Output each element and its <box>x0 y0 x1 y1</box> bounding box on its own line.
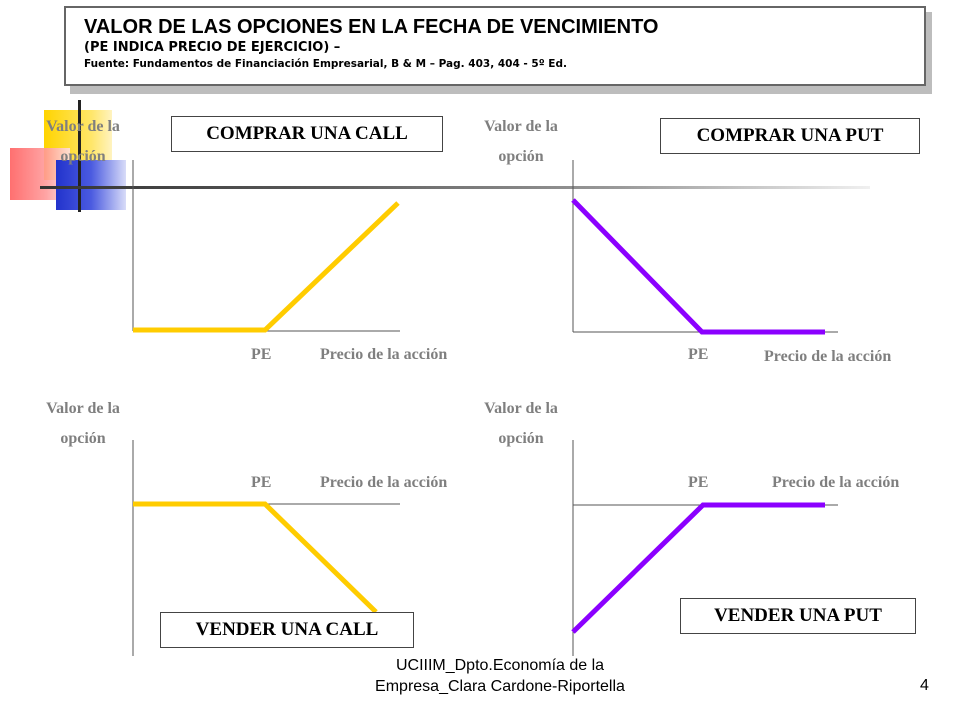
y-axis-label-buy-call: Valor de la opción <box>28 112 138 172</box>
logo-vertical-line <box>78 100 81 212</box>
diagram-sell-call <box>132 440 400 656</box>
page-number: 4 <box>920 677 929 694</box>
buy-put-payoff-line <box>571 198 825 335</box>
y-label-line1: Valor de la <box>484 118 558 135</box>
panel-label-sell-call: VENDER UNA CALL <box>160 612 414 648</box>
panel-label-sell-put: VENDER UNA PUT <box>680 598 916 634</box>
y-label-line2: opción <box>60 430 106 447</box>
diagram-buy-put <box>571 160 838 335</box>
strike-label-sell-call: PE <box>251 474 272 491</box>
y-label-line1: Valor de la <box>484 400 558 417</box>
page-title: VALOR DE LAS OPCIONES EN LA FECHA DE VEN… <box>84 16 659 38</box>
strike-label-buy-call: PE <box>251 346 272 363</box>
y-axis-label-sell-call: Valor de la opción <box>28 394 138 454</box>
diagram-sell-put <box>571 440 838 656</box>
title-box: VALOR DE LAS OPCIONES EN LA FECHA DE VEN… <box>64 6 926 86</box>
y-label-line2: opción <box>498 148 544 165</box>
buy-call-payoff-line <box>133 201 400 333</box>
y-label-line1: Valor de la <box>46 118 120 135</box>
strike-label-buy-put: PE <box>688 346 709 363</box>
sell-call-payoff-line <box>133 501 378 614</box>
diagram-buy-call <box>132 160 400 333</box>
y-axis-label-sell-put: Valor de la opción <box>466 394 576 454</box>
panel-label-buy-put: COMPRAR UNA PUT <box>660 118 920 154</box>
logo-blue-square <box>56 160 126 210</box>
y-axis-label-buy-put: Valor de la opción <box>466 112 576 172</box>
footer-line1: UCIIIM_Dpto.Economía de la <box>395 657 605 674</box>
x-axis-label-buy-call: Precio de la acción <box>320 346 448 363</box>
strike-label-sell-put: PE <box>688 474 709 491</box>
x-axis-label-sell-call: Precio de la acción <box>320 474 448 491</box>
header-divider-line <box>40 186 870 189</box>
sell-put-payoff-line <box>571 502 825 634</box>
x-axis-label-buy-put: Precio de la acción <box>764 348 892 365</box>
y-label-line1: Valor de la <box>46 400 120 417</box>
source-citation: Fuente: Fundamentos de Financiación Empr… <box>84 58 567 70</box>
panel-label-buy-call: COMPRAR UNA CALL <box>171 116 443 152</box>
x-axis-label-sell-put: Precio de la acción <box>772 474 900 491</box>
page-subtitle: (PE INDICA PRECIO DE EJERCICIO) – <box>84 40 341 55</box>
footer-line2: Empresa_Clara Cardone-Riportella <box>375 678 625 695</box>
y-label-line2: opción <box>498 430 544 447</box>
y-label-line2: opción <box>60 148 106 165</box>
footer-credit: UCIIIM_Dpto.Economía de la Empresa_Clara… <box>330 655 670 697</box>
